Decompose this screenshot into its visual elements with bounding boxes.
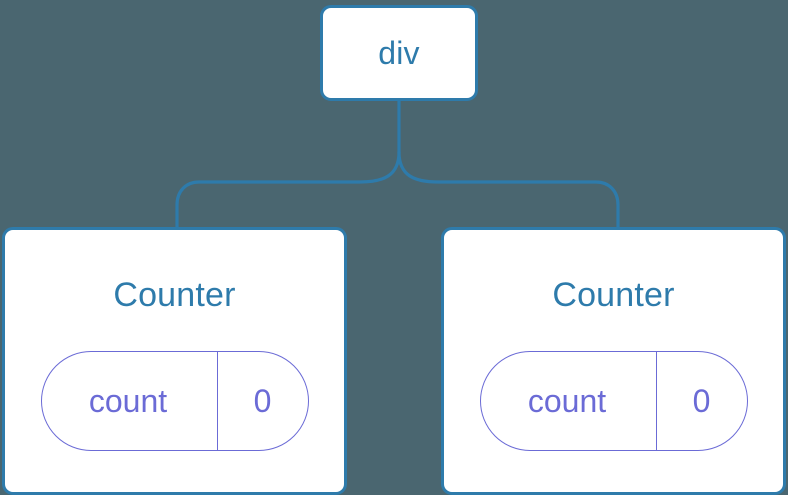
node-counter-2[interactable]: Counter count 0: [441, 227, 786, 495]
node-counter-1[interactable]: Counter count 0: [2, 227, 347, 495]
node-div-label: div: [378, 35, 420, 71]
state-value-count-2: 0: [692, 383, 711, 419]
node-div[interactable]: div: [320, 5, 478, 101]
connector-branch-right: [397, 150, 620, 231]
state-pill-counter-2[interactable]: count 0: [479, 351, 748, 451]
state-key-count-1: count: [42, 352, 218, 450]
state-value-count-1: 0: [253, 383, 272, 419]
node-counter-2-label: Counter: [552, 276, 675, 314]
connector-branch-left: [175, 150, 401, 231]
node-counter-1-label: Counter: [113, 276, 236, 314]
state-key-count-2: count: [481, 352, 657, 450]
state-pill-counter-1[interactable]: count 0: [40, 351, 309, 451]
